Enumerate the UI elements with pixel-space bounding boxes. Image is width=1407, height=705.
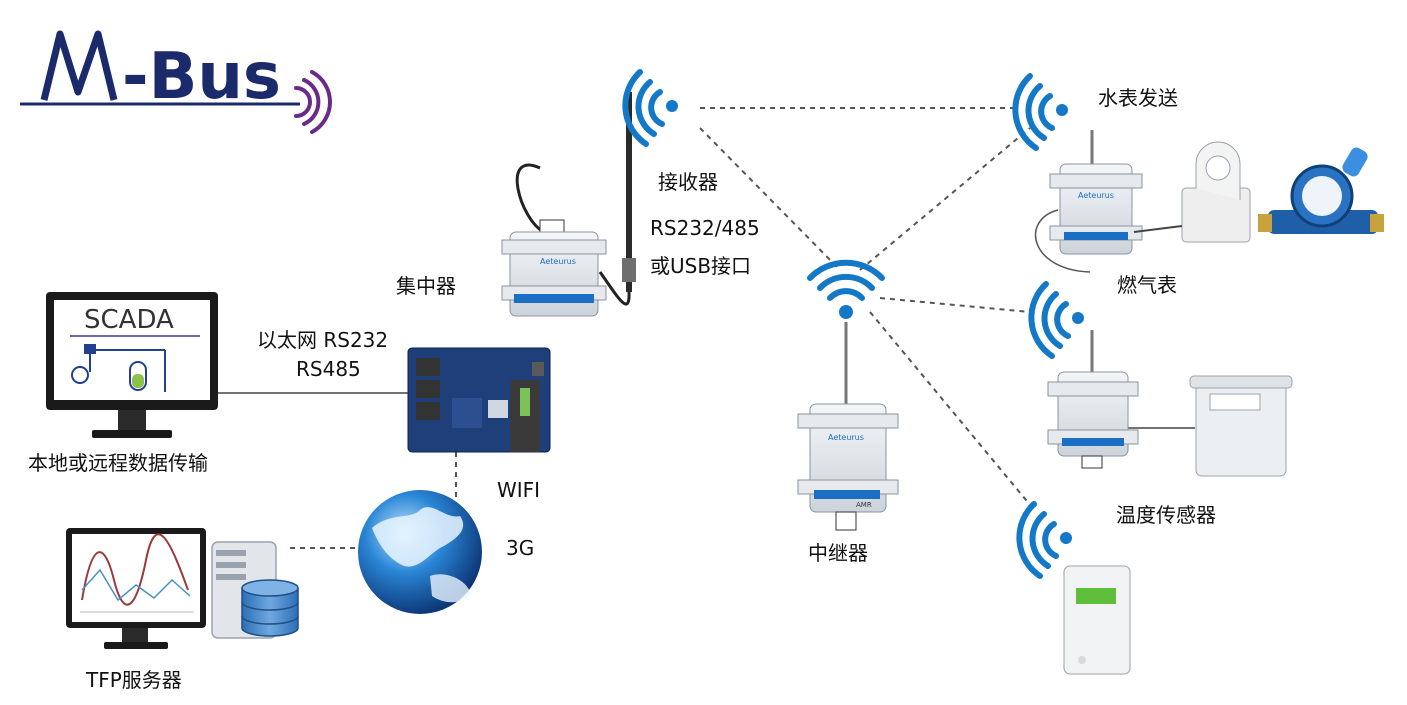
label-water-meter: 水表发送 [1098,86,1178,110]
database-icon [241,579,299,637]
label-wifi: WIFI [497,478,541,502]
svg-text:Aeteurus: Aeteurus [540,257,576,266]
label-rs232-485: RS232/485 [650,216,760,240]
logo-text: -Bus [122,40,281,114]
label-concentrator: 集中器 [396,274,456,298]
water-meter-wifi-icon [1012,73,1068,151]
pulse-sensor-device [1133,141,1251,243]
gas-meter-wifi-icon [1028,281,1084,359]
mbus-logo: -Bus [20,30,332,134]
scada-screen-text: SCADA [84,305,174,335]
label-local-remote: 本地或远程数据传输 [28,451,208,475]
label-receiver: 接收器 [658,170,718,194]
gas-transmitter-device [1047,330,1139,469]
temp-sensor-wifi-icon [1016,501,1072,579]
label-rs485: RS485 [296,357,361,381]
logo-wave-icon [294,70,332,134]
repeater-brand: AMR [856,501,872,509]
water-transmitter-device: Aeteurus [1034,130,1143,273]
tfp-monitor [66,528,206,649]
svg-text:Aeteurus: Aeteurus [1078,191,1114,200]
repeater-wifi-icon [807,259,885,319]
receiver-wifi-icon [622,69,678,147]
label-usb-port: 或USB接口 [650,254,752,278]
label-ethernet-rs232: 以太网 RS232 [257,328,389,352]
label-3g: 3G [506,536,535,560]
concentrator-device: Aeteurus [407,92,636,453]
globe-icon [358,490,482,614]
label-temp-sensor: 温度传感器 [1116,503,1216,527]
repeater-device: Aeteurus AMR [797,322,899,531]
label-gas-meter: 燃气表 [1117,273,1177,297]
gas-meter-icon [1189,375,1293,477]
connection-lines [218,107,1195,549]
temperature-sensor-device [1063,565,1131,675]
label-tfp-server: TFP服务器 [86,668,182,692]
scada-monitor: SCADA [46,292,218,438]
water-meter-icon [1258,147,1384,234]
svg-text:Aeteurus: Aeteurus [828,433,864,442]
label-repeater: 中继器 [808,541,868,565]
